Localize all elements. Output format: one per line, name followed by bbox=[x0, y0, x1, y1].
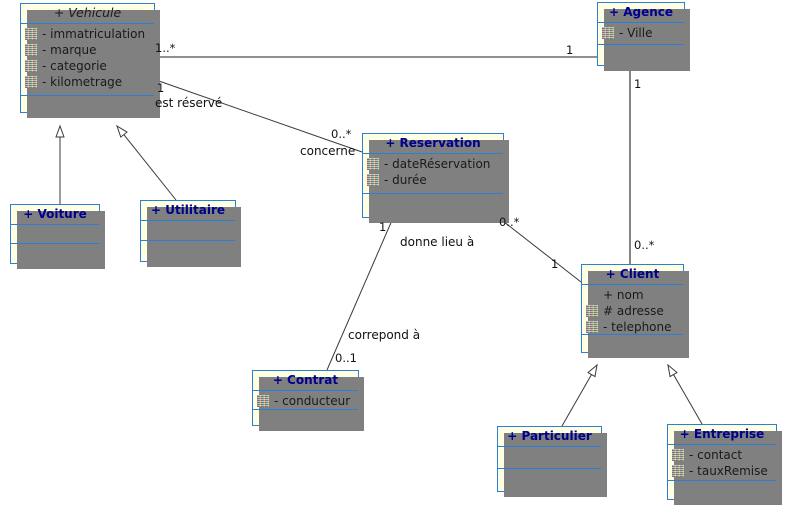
attribute-row: - durée bbox=[365, 172, 501, 188]
class-attributes-reservation: - dateRéservation - durée bbox=[363, 154, 503, 194]
class-title-voiture: + Voiture bbox=[11, 205, 99, 225]
attribute-icon-placeholder bbox=[586, 289, 598, 301]
uml-class-client[interactable]: + Client + nom # adresse - telephone bbox=[581, 264, 689, 358]
class-title-particulier: + Particulier bbox=[498, 427, 601, 447]
class-title-reservation: + Reservation bbox=[363, 134, 503, 154]
attribute-icon bbox=[586, 321, 598, 333]
uml-class-utilitaire[interactable]: + Utilitaire bbox=[140, 200, 241, 267]
class-title-agence: + Agence bbox=[598, 3, 684, 23]
uml-class-entreprise[interactable]: + Entreprise - contact - tauxRemise bbox=[667, 424, 782, 505]
class-attributes-entreprise: - contact - tauxRemise bbox=[668, 445, 776, 481]
edge-label-lbl-concerne: concerne bbox=[300, 144, 356, 158]
class-operations-utilitaire bbox=[141, 241, 235, 258]
attribute-row: - contact bbox=[670, 447, 774, 463]
edge-label-lbl-res-client-0n: 0..* bbox=[499, 215, 520, 229]
assoc-vehicule-reservation-line bbox=[155, 79, 363, 153]
attribute-row: - Ville bbox=[600, 25, 682, 41]
gen-utilitaire-vehicule-line bbox=[116, 124, 177, 201]
uml-class-reservation[interactable]: + Reservation - dateRéservation - durée bbox=[362, 133, 509, 223]
attribute-label: - tauxRemise bbox=[689, 464, 768, 478]
attribute-row: # adresse bbox=[584, 303, 681, 319]
class-operations-entreprise bbox=[668, 481, 776, 498]
attribute-row: - categorie bbox=[23, 58, 152, 74]
attribute-icon bbox=[367, 174, 379, 186]
attribute-icon bbox=[602, 27, 614, 39]
class-operations-contrat bbox=[253, 410, 358, 427]
class-operations-client bbox=[582, 335, 683, 352]
attribute-icon bbox=[672, 449, 684, 461]
class-attributes-contrat: - conducteur bbox=[253, 391, 358, 410]
edge-label-lbl-0etoile-res: 0..* bbox=[331, 127, 352, 141]
class-title-utilitaire: + Utilitaire bbox=[141, 201, 235, 221]
edge-label-lbl-agence-cli-1: 1 bbox=[634, 77, 642, 91]
class-attributes-vehicule: - immatriculation - marque - categorie - ki… bbox=[21, 24, 154, 96]
attribute-row: + nom bbox=[584, 287, 681, 303]
uml-class-particulier[interactable]: + Particulier bbox=[497, 426, 607, 497]
attribute-label: - marque bbox=[42, 43, 97, 57]
attribute-label: - kilometrage bbox=[42, 75, 123, 89]
edge-label-lbl-correpond: correpond à bbox=[348, 328, 421, 342]
attribute-label: - contact bbox=[689, 448, 743, 462]
edge-label-lbl-agence-1: 1 bbox=[566, 43, 574, 57]
attribute-icon bbox=[257, 395, 269, 407]
attribute-icon bbox=[25, 76, 37, 88]
attribute-icon bbox=[367, 158, 379, 170]
edge-label-lbl-agence-cli-0n: 0..* bbox=[634, 238, 655, 252]
class-title-vehicule: + Vehicule bbox=[21, 4, 154, 24]
class-attributes-utilitaire bbox=[141, 221, 235, 241]
attribute-row: - tauxRemise bbox=[670, 463, 774, 479]
edge-label-lbl-vehicule-1: 1 bbox=[157, 81, 165, 95]
class-title-entreprise: + Entreprise bbox=[668, 425, 776, 445]
uml-class-contrat[interactable]: + Contrat - conducteur bbox=[252, 370, 364, 431]
attribute-label: - conducteur bbox=[274, 394, 351, 408]
edge-label-lbl-1etoile: 1..* bbox=[155, 41, 176, 55]
class-operations-vehicule bbox=[21, 96, 154, 113]
class-attributes-particulier bbox=[498, 447, 601, 469]
edge-label-lbl-est-reserve: est réservé bbox=[155, 96, 223, 110]
class-operations-reservation bbox=[363, 194, 503, 211]
edge-label-lbl-contrat-01: 0..1 bbox=[335, 351, 357, 365]
class-operations-particulier bbox=[498, 469, 601, 486]
attribute-icon bbox=[25, 28, 37, 40]
class-attributes-agence: - Ville bbox=[598, 23, 684, 45]
attribute-icon bbox=[586, 305, 598, 317]
attribute-icon bbox=[25, 44, 37, 56]
attribute-label: - durée bbox=[384, 173, 427, 187]
attribute-row: - dateRéservation bbox=[365, 156, 501, 172]
attribute-row: - marque bbox=[23, 42, 152, 58]
attribute-label: + nom bbox=[603, 288, 644, 302]
attribute-label: - dateRéservation bbox=[384, 157, 491, 171]
attribute-label: - Ville bbox=[619, 26, 653, 40]
attribute-label: # adresse bbox=[603, 304, 664, 318]
class-operations-voiture bbox=[11, 244, 99, 261]
uml-class-vehicule[interactable]: + Vehicule - immatriculation - marque - cat… bbox=[20, 3, 160, 118]
class-title-client: + Client bbox=[582, 265, 683, 285]
class-title-contrat: + Contrat bbox=[253, 371, 358, 391]
gen-entreprise-client-line bbox=[667, 363, 703, 425]
gen-particulier-client-line bbox=[561, 363, 598, 427]
edge-label-lbl-donne-lieu: donne lieu à bbox=[400, 235, 475, 249]
attribute-label: - categorie bbox=[42, 59, 107, 73]
assoc-reservation-contrat-line bbox=[326, 217, 394, 371]
edge-label-lbl-res-contrat-1: 1 bbox=[379, 220, 387, 234]
attribute-row: - immatriculation bbox=[23, 26, 152, 42]
attribute-label: - telephone bbox=[603, 320, 672, 334]
attribute-icon bbox=[25, 60, 37, 72]
attribute-row: - conducteur bbox=[255, 393, 356, 409]
class-attributes-voiture bbox=[11, 225, 99, 244]
class-operations-agence bbox=[598, 45, 684, 62]
uml-class-agence[interactable]: + Agence - Ville bbox=[597, 2, 690, 71]
attribute-label: - immatriculation bbox=[42, 27, 146, 41]
edge-label-lbl-res-client-1: 1 bbox=[551, 257, 559, 271]
uml-class-voiture[interactable]: + Voiture bbox=[10, 204, 105, 269]
attribute-icon bbox=[672, 465, 684, 477]
attribute-row: - telephone bbox=[584, 319, 681, 335]
attribute-row: - kilometrage bbox=[23, 74, 152, 90]
class-attributes-client: + nom # adresse - telephone bbox=[582, 285, 683, 335]
